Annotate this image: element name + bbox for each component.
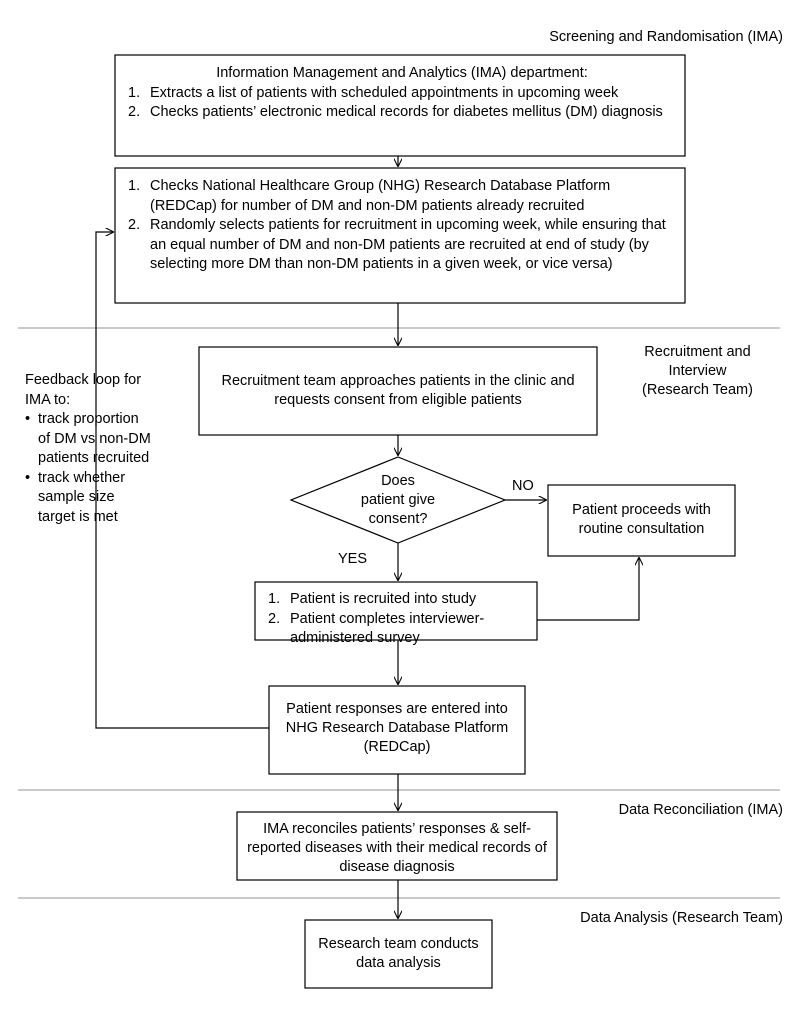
list-marker: • xyxy=(25,469,31,486)
box-redcap-check[interactable] xyxy=(114,167,686,304)
box-data-analysis[interactable] xyxy=(304,919,493,989)
box-reconcile-text: IMA reconciles patients’ responses & sel… xyxy=(247,821,547,875)
phase-label-screening: Screening and Randomisation (IMA) xyxy=(549,29,783,45)
box-ima-department-content: Information Management and Analytics (IM… xyxy=(128,64,676,123)
list-text: Patient is recruited into study xyxy=(290,591,477,607)
box-recruited-survey-content: 1. Patient is recruited into study 2. Pa… xyxy=(268,590,526,649)
box-responses-entered[interactable] xyxy=(268,685,526,775)
ima-department-heading: Information Management and Analytics (IM… xyxy=(216,65,588,81)
box-routine-consultation[interactable] xyxy=(547,484,736,557)
box-ima-department[interactable] xyxy=(114,54,686,157)
arrow-feedback-loop xyxy=(95,232,269,729)
decision-consent-text: Does patient give consent? xyxy=(360,473,436,527)
box-data-analysis-text: Research team conducts data analysis xyxy=(318,936,483,971)
box-reconcile[interactable] xyxy=(236,811,558,881)
list-item: 2. Checks patients’ electronic medical r… xyxy=(128,103,676,123)
list-marker: 2. xyxy=(268,610,281,627)
box-recruited-survey[interactable] xyxy=(254,581,538,641)
list-text: Extracts a list of patients with schedul… xyxy=(150,84,619,101)
list-item: 1. Checks National Healthcare Group (NHG… xyxy=(128,177,678,216)
list-text: track whether sample size target is met xyxy=(38,469,126,525)
list-item: 1. Extracts a list of patients with sche… xyxy=(128,84,676,104)
feedback-note: Feedback loop for IMA to: • track propor… xyxy=(25,371,153,527)
box-routine-consultation-text: Patient proceeds with routine consultati… xyxy=(572,502,715,537)
list-item: 2. Randomly selects patients for recruit… xyxy=(128,216,678,275)
list-text: Checks National Healthcare Group (NHG) R… xyxy=(150,178,611,214)
box-responses-entered-text: Patient responses are entered into NHG R… xyxy=(285,701,513,755)
edge-label-no: NO xyxy=(512,478,534,494)
box-recruitment-team-text: Recruitment team approaches patients in … xyxy=(221,373,579,408)
list-text: Patient completes interviewer-administer… xyxy=(290,610,485,647)
phase-label-recruitment: Recruitment and Interview (Research Team… xyxy=(642,344,753,398)
box-redcap-check-content: 1. Checks National Healthcare Group (NHG… xyxy=(128,177,678,275)
phase-label-reconciliation: Data Reconciliation (IMA) xyxy=(618,802,783,818)
box-recruitment-team[interactable] xyxy=(198,346,598,436)
edge-label-yes: YES xyxy=(338,551,368,567)
list-marker: 2. xyxy=(128,104,141,120)
list-marker: 1. xyxy=(128,178,141,194)
arrow-survey-to-routine xyxy=(537,558,639,621)
list-item: 2. Patient completes interviewer-adminis… xyxy=(268,610,526,649)
phase-label-analysis: Data Analysis (Research Team) xyxy=(580,910,783,926)
list-marker: 1. xyxy=(268,591,281,607)
list-text: Checks patients’ electronic medical reco… xyxy=(150,104,663,120)
list-item: • track whether sample size target is me… xyxy=(25,469,153,528)
list-text: track proportion of DM vs non-DM patient… xyxy=(38,411,151,466)
list-marker: 1. xyxy=(128,84,141,101)
list-text: Randomly selects patients for recruitmen… xyxy=(150,217,666,272)
feedback-note-title: Feedback loop for IMA to: xyxy=(25,372,142,408)
list-item: • track proportion of DM vs non-DM patie… xyxy=(25,410,153,469)
list-item: 1. Patient is recruited into study xyxy=(268,590,526,610)
list-marker: 2. xyxy=(128,217,141,233)
list-marker: • xyxy=(25,411,31,427)
